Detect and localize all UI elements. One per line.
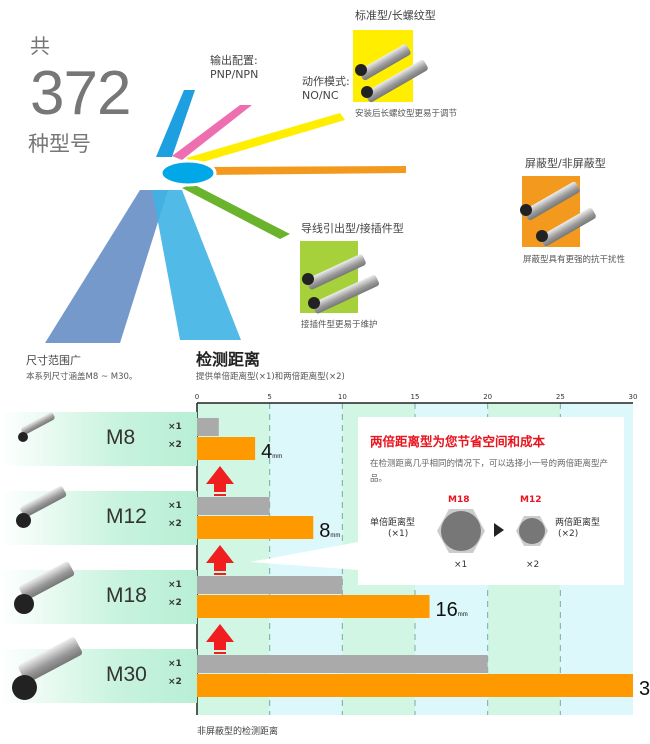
unit-label: mm [458,612,468,618]
m18-label: M18 [448,495,470,505]
connector-title: 导线引出型/接插件型 [301,222,404,235]
chart-x-label: 非屏蔽型的检测距离 [197,727,279,737]
bar-value-label: 30mm [639,678,650,700]
unit-label: mm [272,454,282,460]
m18-mult-caption: ×1 [454,560,468,570]
shield-caption: 屏蔽型具有更强的抗干扰性 [523,255,626,265]
distance-title: 检测距离 [196,350,261,369]
bar-x1-M12 [197,497,270,515]
single-distance-label: 单倍距离型 [370,518,416,528]
output-title: 输出配置: [210,54,258,67]
double-distance-label: 两倍距离型 [555,518,601,528]
bar-x2-M8 [197,437,256,460]
mode-value: NO/NC [302,89,339,102]
arrow-right-icon [494,523,504,537]
size-caption: 本系列尺寸涵盖M8 ~ M30。 [26,372,138,382]
callout-pointer [250,542,358,570]
arrow-stripe [214,652,226,654]
bar-x1-M18 [197,576,343,594]
shield-title: 屏蔽型/非屏蔽型 [525,157,606,170]
model-label: M30 [106,663,147,686]
output-value: PNP/NPN [210,68,259,81]
x-tick-label: 25 [556,393,565,401]
sensor-head-icon [18,432,28,442]
m18-hex-nut-icon [437,509,485,553]
x-tick-label: 10 [338,393,347,401]
m12-mult-caption: ×2 [526,560,540,570]
unit-label: mm [330,533,340,539]
x-tick-label: 15 [411,393,420,401]
model-label: M12 [106,505,147,528]
double-distance-mult: (×2) [558,529,579,539]
row-label-band-M8 [0,412,197,466]
red-up-arrow-icon [206,466,234,492]
x-tick-label: 20 [483,393,492,401]
series-label: ×1 [168,422,182,432]
series-label: ×2 [168,440,182,450]
x-tick-label: 0 [195,393,199,401]
arrow-stripe [214,573,226,575]
connector-caption: 接插件型更易于维护 [301,320,378,330]
red-up-arrow-icon [206,624,234,650]
bar-x2-M18 [197,595,430,618]
callout-box: 两倍距离型为您节省空间和成本 在检测距离几乎相同的情况下，可以选择小一号的两倍距… [358,417,624,585]
model-label: M8 [106,426,136,449]
arrow-stripe [214,494,226,496]
mode-title: 动作模式: [302,75,350,88]
thread-title: 标准型/长螺纹型 [355,9,436,22]
bar-x2-M30 [197,674,633,697]
total-prefix: 共 [30,34,50,58]
model-count: 372 [30,59,131,128]
m12-hex-nut-icon [516,516,548,546]
bar-x1-M8 [197,418,219,436]
thread-caption: 安装后长螺纹型更易于调节 [355,109,458,119]
feature-fan-graphic [45,90,406,343]
series-label: ×2 [168,677,182,687]
size-title: 尺寸范围广 [26,354,81,367]
series-label: ×1 [168,580,182,590]
single-distance-mult: (×1) [388,529,409,539]
x-tick-label: 30 [629,393,638,401]
thread-product-image [353,30,429,104]
series-label: ×1 [168,501,182,511]
bar-x1-M30 [197,655,488,673]
callout-title: 两倍距离型为您节省空间和成本 [370,434,546,449]
m12-label: M12 [520,495,542,505]
callout-body: 在检测距离几乎相同的情况下，可以选择小一号的两倍距离型产品。 [370,459,609,484]
connector-product-image [300,241,380,315]
red-up-arrow-icon [206,545,234,571]
x-tick-label: 5 [267,393,271,401]
sensor-head-icon [16,513,31,528]
sensor-head-icon [14,594,34,614]
shield-product-image [520,176,597,248]
series-label: ×2 [168,519,182,529]
total-suffix: 种型号 [28,132,91,156]
sensor-head-icon [12,675,37,700]
series-label: ×2 [168,598,182,608]
distance-caption: 提供单倍距离型(×1)和两倍距离型(×2) [196,372,345,382]
series-label: ×1 [168,659,182,669]
model-label: M18 [106,584,147,607]
bar-x2-M12 [197,516,314,539]
